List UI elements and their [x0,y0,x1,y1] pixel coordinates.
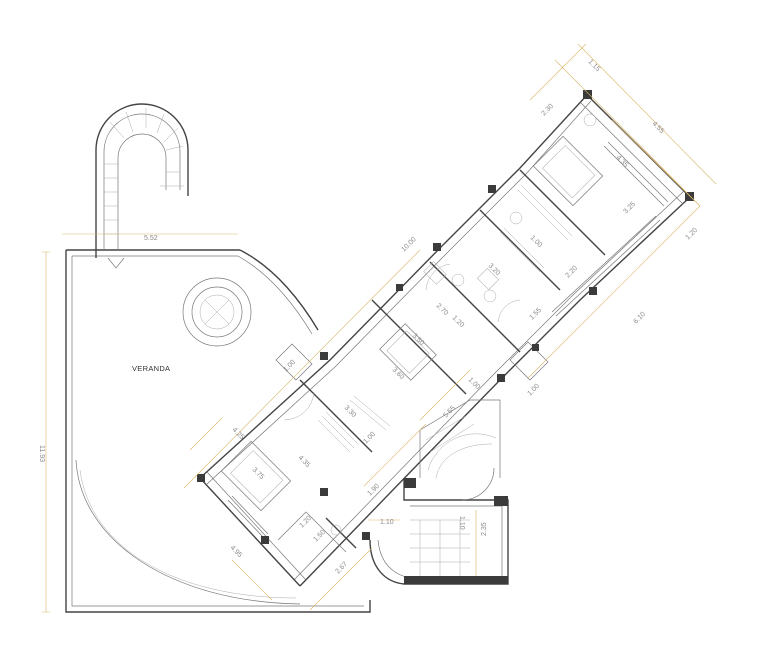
dim-11-93: 11.93 [38,445,45,462]
main-wing [197,90,694,587]
dim-3-75: 3.75 [251,466,266,481]
spiral-stair [95,103,189,269]
dim-2-70: 2.70 [435,302,450,317]
main-staircase [369,399,509,585]
dim-2-20: 2.20 [564,265,579,280]
dim-1-20-bath: 1.20 [451,314,466,329]
dim-3-30: 3.30 [343,404,358,419]
dim-4-55: 4.55 [651,120,666,135]
dim-2-35: 2.35 [481,522,488,536]
dim-1-00-bed: 1.00 [362,431,377,446]
dim-10-00: 10.00 [400,236,417,253]
dim-5-55: 5.55 [442,405,457,420]
dim-3-60: 3.60 [391,366,406,381]
dim-4-35: 4.35 [615,154,630,169]
room-label-veranda: VERANDA [132,364,170,373]
dim-1-10-left: 1.10 [380,519,394,526]
dim-6-10: 6.10 [632,311,647,326]
dim-1-15: 1.15 [587,58,602,73]
dim-1-00-veranda: 1.00 [282,359,297,374]
veranda: VERANDA [65,249,371,613]
dim-4-35-bed: 4.35 [297,454,312,469]
fire-pit [182,277,252,347]
dim-4-95: 4.95 [229,544,244,559]
dimension-labels: 1.15 2.30 4.55 4.35 3.25 1.20 6.10 1.00 … [38,58,699,575]
dim-1-90: 1.90 [366,483,381,498]
dim-1-00-mid: 1.00 [529,234,544,249]
dim-1-10-stair: 1.10 [458,516,465,530]
dim-2-30: 2.30 [540,103,555,118]
dim-3-50: 3.50 [411,332,426,347]
dim-3-25: 3.25 [622,201,637,216]
dim-1-20-right: 1.20 [684,227,699,242]
dimension-lines [42,43,717,613]
dim-1-55: 1.55 [528,307,543,322]
dim-5-52: 5.52 [144,235,158,242]
dim-1-00-right: 1.00 [526,383,541,398]
